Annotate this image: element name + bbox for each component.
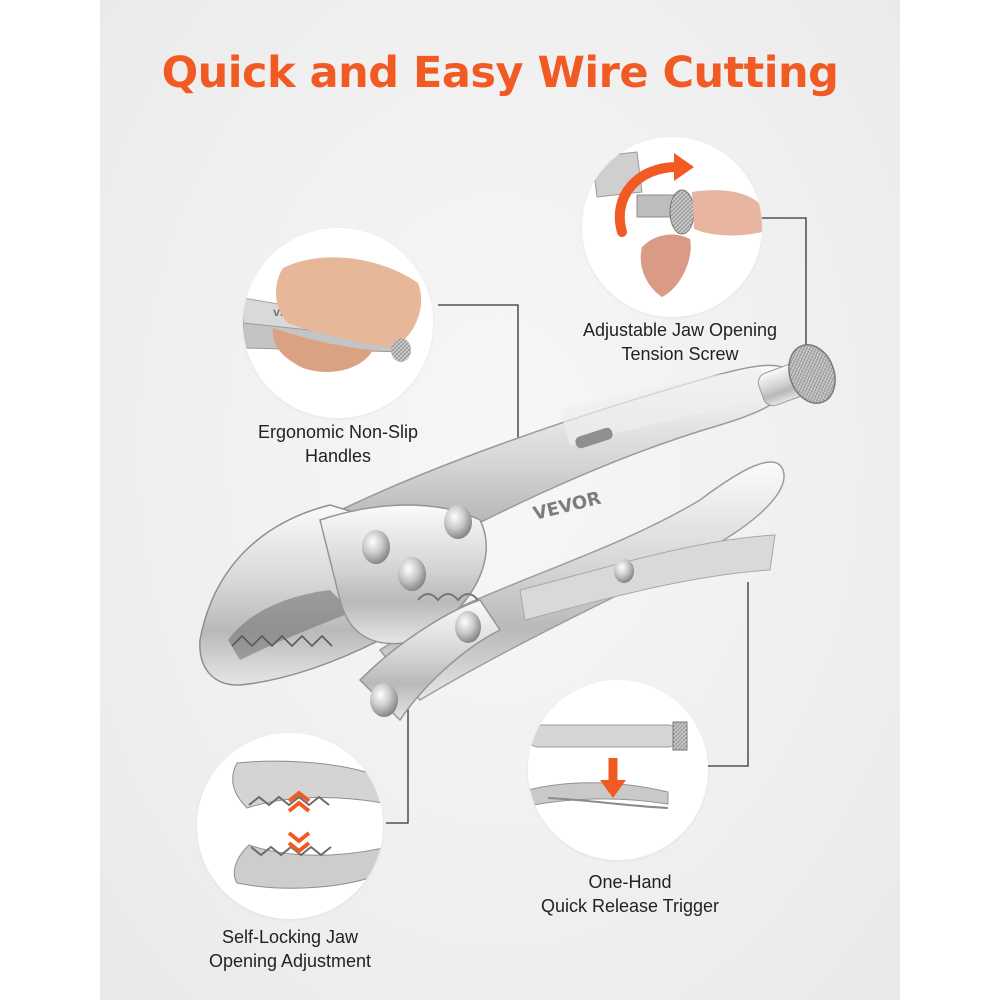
hand-gripping-handles-icon: VEVOR <box>243 228 433 418</box>
rotate-arrow-icon <box>614 162 682 237</box>
detail-circle-ergonomic-handles: VEVOR <box>243 228 433 418</box>
detail-circle-self-locking-jaw <box>197 733 383 919</box>
tension-screw <box>757 344 836 407</box>
rivets <box>362 505 634 717</box>
leader-line-tension-screw <box>762 217 807 354</box>
quick-release-trigger-icon <box>528 680 708 860</box>
chevron-down-icon <box>287 831 311 844</box>
rivet <box>362 530 390 564</box>
tension-screw-adjust-icon <box>582 137 762 317</box>
rivet <box>455 611 481 643</box>
rivet <box>370 683 398 717</box>
chevron-up-icon <box>287 790 311 803</box>
page-title: Quick and Easy Wire Cutting <box>161 48 839 98</box>
rivet <box>614 559 634 583</box>
feature-label-tension-screw: Adjustable Jaw Opening Tension Screw <box>582 320 778 364</box>
rivet <box>444 505 472 539</box>
feature-label-self-locking-jaw: Self-Locking Jaw Opening Adjustment <box>208 927 372 971</box>
leader-line-handles <box>438 304 519 462</box>
leader-line-quick-release <box>708 582 749 767</box>
jaw-open-close-icon <box>197 733 383 919</box>
detail-circle-quick-release <box>528 680 708 860</box>
rivet <box>398 557 426 591</box>
feature-label-quick-release: One-Hand Quick Release Trigger <box>540 872 720 916</box>
detail-circle-tension-screw <box>582 137 762 317</box>
feature-label-ergonomic-handles: Ergonomic Non-Slip Handles <box>257 422 419 466</box>
handle-slot <box>575 427 613 449</box>
